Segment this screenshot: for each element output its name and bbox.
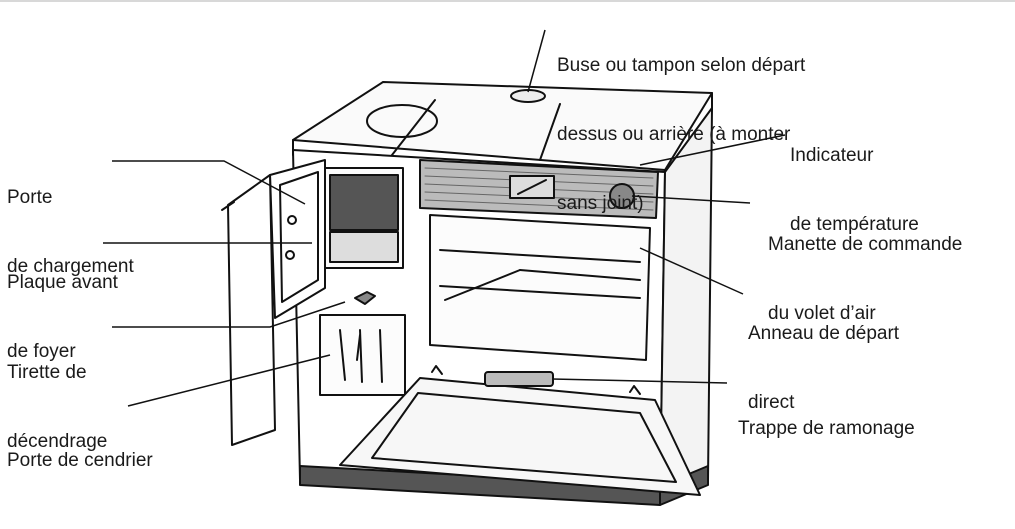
leader-manette (631, 195, 751, 204)
callout-plaque-foyer: Plaque avant de foyer (7, 272, 118, 362)
leader-trappe (551, 378, 728, 384)
callout-porte-chargement: Porte de chargement (7, 187, 134, 277)
callout-anneau-depart: Anneau de départ direct (748, 323, 900, 413)
hotplate-ring (366, 104, 438, 138)
soot-trap (484, 371, 554, 387)
leader-porte-chargement (112, 160, 306, 205)
leader-buse (527, 29, 546, 93)
callout-manette-volet: Manette de commande du volet d’air (768, 234, 963, 324)
callout-porte-cendrier: Porte de cendrier (7, 450, 153, 471)
callout-buse: Buse ou tampon selon départ dessus ou ar… (557, 55, 806, 214)
ash-pull-rod (354, 291, 376, 305)
top-divider (0, 0, 1015, 2)
callout-indicateur-temperature: Indicateur de température (790, 145, 919, 235)
callout-trappe-ramonage: Trappe de ramonage (738, 418, 915, 439)
ash-drawer-frame (319, 314, 406, 396)
oven-cavity (429, 214, 651, 361)
leader-indicateur (639, 134, 786, 166)
oven-door (339, 377, 701, 496)
loading-door (269, 159, 326, 319)
leader-porte-cendrier (127, 354, 331, 407)
firebox-front-plate (329, 231, 399, 263)
ash-door (227, 174, 276, 446)
callout-tirette-decendrage: Tirette de décendrage (7, 362, 108, 452)
leader-anneau (639, 247, 744, 295)
leader-tirette (112, 301, 346, 328)
